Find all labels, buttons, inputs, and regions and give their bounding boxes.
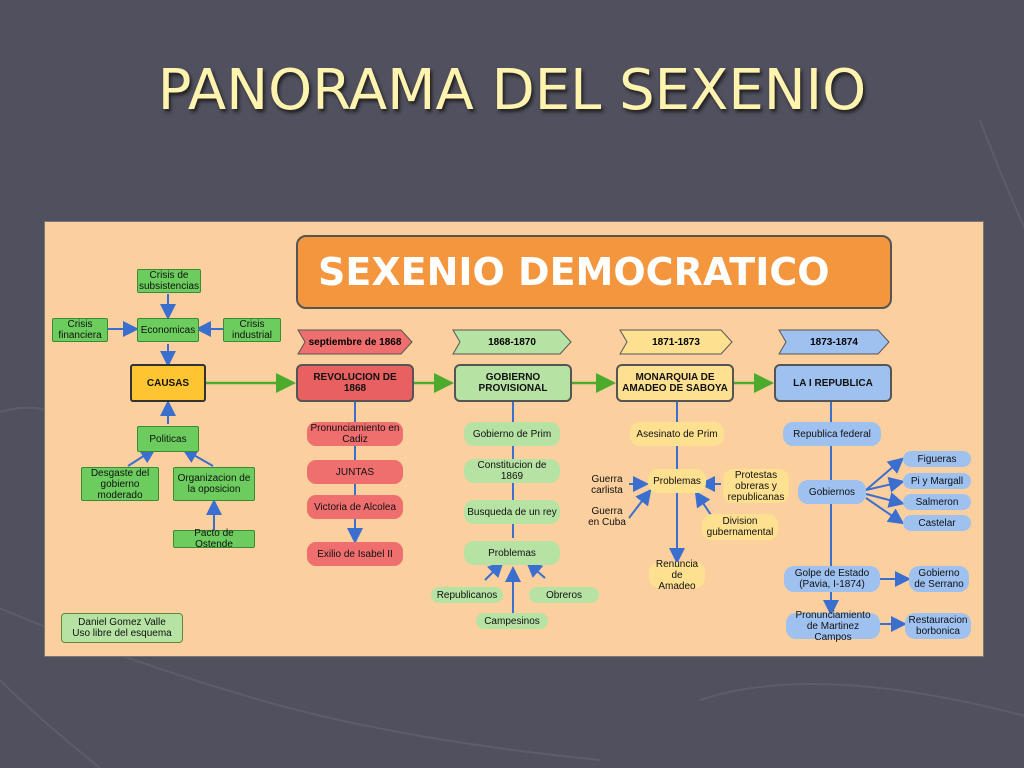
- republica-federal-box: Republica federal: [783, 422, 881, 446]
- period-label-3: 1871-1873: [652, 336, 700, 348]
- gobiernos-box: Gobiernos: [798, 480, 866, 504]
- gobierno-item-3: Busqueda de un rey: [464, 500, 560, 524]
- protestas-box: Protestas obreras y republicanas: [723, 469, 789, 503]
- guerra-cuba-label: Guerra en Cuba: [588, 506, 626, 528]
- republica-box: LA I REPUBLICA: [774, 364, 892, 402]
- period-label-4: 1873-1874: [810, 336, 858, 348]
- guerra-carlista-label: Guerra carlista: [591, 474, 623, 496]
- president-figueras: Figueras: [903, 451, 971, 467]
- credit-line-1: Daniel Gomez Valle: [78, 617, 166, 628]
- revolucion-item-2: JUNTAS: [307, 460, 403, 484]
- problem-republicanos: Republicanos: [431, 587, 503, 603]
- credit-line-2: Uso libre del esquema: [72, 628, 172, 639]
- restauracion-box: Restauracion borbonica: [905, 613, 971, 639]
- revolucion-box: REVOLUCION DE 1868: [296, 364, 414, 402]
- asesinato-prim-box: Asesinato de Prim: [630, 422, 724, 446]
- president-salmeron: Salmeron: [903, 494, 971, 510]
- president-pi-margall: Pi y Margall: [903, 473, 971, 489]
- division-box: Division gubernamental: [702, 514, 778, 540]
- gobierno-provisional-box: GOBIERNO PROVISIONAL: [454, 364, 572, 402]
- revolucion-item-1: Pronunciamiento en Cadiz: [307, 422, 403, 446]
- period-tag-3: 1871-1873: [619, 329, 733, 355]
- gobierno-item-1: Gobierno de Prim: [464, 422, 560, 446]
- period-tag-2: 1868-1870: [452, 329, 572, 355]
- renuncia-box: Renuncia de Amadeo: [649, 559, 705, 592]
- organizacion-box: Organizacion de la oposicion: [173, 467, 255, 501]
- gobierno-item-4: Problemas: [464, 541, 560, 565]
- president-castelar: Castelar: [903, 515, 971, 531]
- period-tag-1: septiembre de 1868: [297, 329, 413, 355]
- golpe-estado-box: Golpe de Estado (Pavia, I-1874): [784, 566, 880, 592]
- problemas-amadeo-box: Problemas: [648, 469, 706, 493]
- revolucion-item-4: Exilio de Isabel II: [307, 542, 403, 566]
- gobierno-item-2: Constitucion de 1869: [464, 459, 560, 483]
- monarquia-box: MONARQUIA DE AMADEO DE SABOYA: [616, 364, 734, 402]
- crisis-subsistencias-box: Crisis de subsistencias: [137, 269, 201, 293]
- diagram-panel: Crisis de subsistencias Crisis financier…: [44, 221, 984, 657]
- crisis-financiera-box: Crisis financiera: [52, 318, 108, 342]
- politicas-box: Politicas: [137, 426, 199, 452]
- problem-obreros: Obreros: [529, 587, 599, 603]
- economicas-box: Economicas: [137, 318, 199, 342]
- pacto-ostende-box: Pacto de Ostende: [173, 528, 255, 550]
- credit-box: Daniel Gomez Valle Uso libre del esquema: [61, 613, 183, 643]
- desgaste-box: Desgaste del gobierno moderado: [81, 467, 159, 501]
- pronunciamiento-box: Pronunciamiento de Martinez Campos: [786, 610, 880, 643]
- problem-campesinos: Campesinos: [476, 613, 548, 629]
- header-title: SEXENIO DEMOCRATICO: [296, 235, 892, 309]
- crisis-industrial-box: Crisis industrial: [223, 318, 281, 342]
- period-label-2: 1868-1870: [488, 336, 536, 348]
- slide-title: PANORAMA DEL SEXENIO: [157, 58, 867, 123]
- period-label-1: septiembre de 1868: [308, 336, 402, 348]
- causas-box: CAUSAS: [130, 364, 206, 402]
- gobierno-serrano-box: Gobierno de Serrano: [909, 566, 969, 592]
- revolucion-item-3: Victoria de Alcolea: [307, 495, 403, 519]
- period-tag-4: 1873-1874: [778, 329, 890, 355]
